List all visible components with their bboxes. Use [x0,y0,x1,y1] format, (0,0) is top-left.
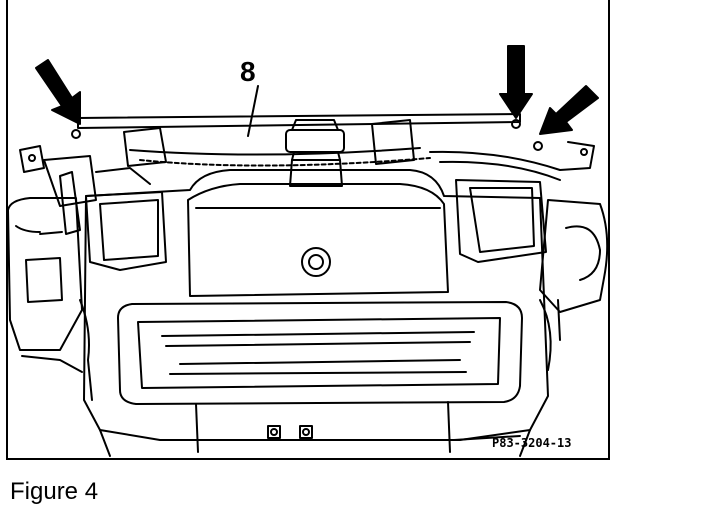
fastener-left [267,425,281,439]
front-outlet [117,301,523,405]
lower-case [99,401,531,457]
cross-rail [77,113,521,167]
part-code: P83-3204-13 [492,436,572,450]
right-bracket [371,119,595,181]
callout-leader-line [247,85,259,137]
left-bracket [19,127,167,235]
right-housing [539,199,609,341]
left-housing [7,197,83,351]
arrow-left [35,59,81,125]
fastener-right [299,425,313,439]
side-hoses [21,299,552,401]
figure-caption: Figure 4 [10,478,99,505]
arrow-right-upper [499,45,533,119]
arrow-right-lower [539,85,599,135]
main-case [83,169,549,441]
filler-cap [285,119,345,187]
callout-label-8: 8 [240,56,256,87]
